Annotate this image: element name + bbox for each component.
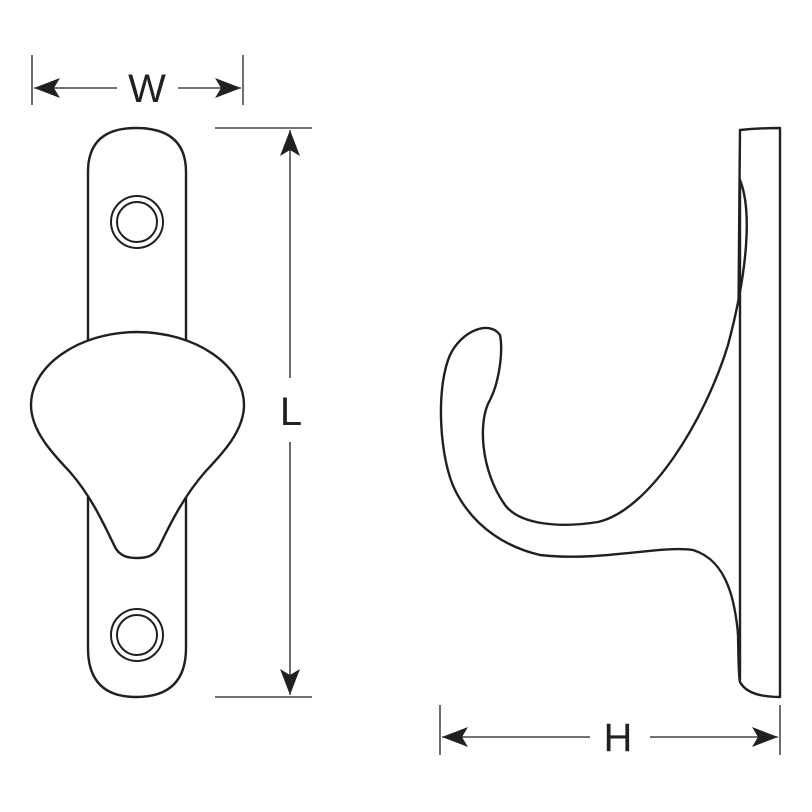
dimension-length: L [215, 127, 312, 698]
hook-profile [439, 178, 748, 682]
side-view [439, 126, 782, 699]
arrow-w-left [34, 78, 60, 98]
dimension-height: H [439, 705, 781, 760]
arrow-l-bottom [280, 669, 300, 695]
screw-hole-bottom [110, 608, 164, 662]
hook-knob-front [29, 330, 246, 560]
dimension-width: W [31, 55, 244, 111]
arrow-h-right [752, 727, 778, 747]
screw-hole-top [110, 195, 164, 249]
height-label: H [604, 716, 633, 760]
width-label: W [128, 67, 166, 111]
arrow-w-right [215, 78, 241, 98]
length-label: L [280, 390, 302, 434]
arrow-l-top [280, 130, 300, 156]
front-view [29, 126, 246, 699]
arrow-h-left [442, 727, 468, 747]
